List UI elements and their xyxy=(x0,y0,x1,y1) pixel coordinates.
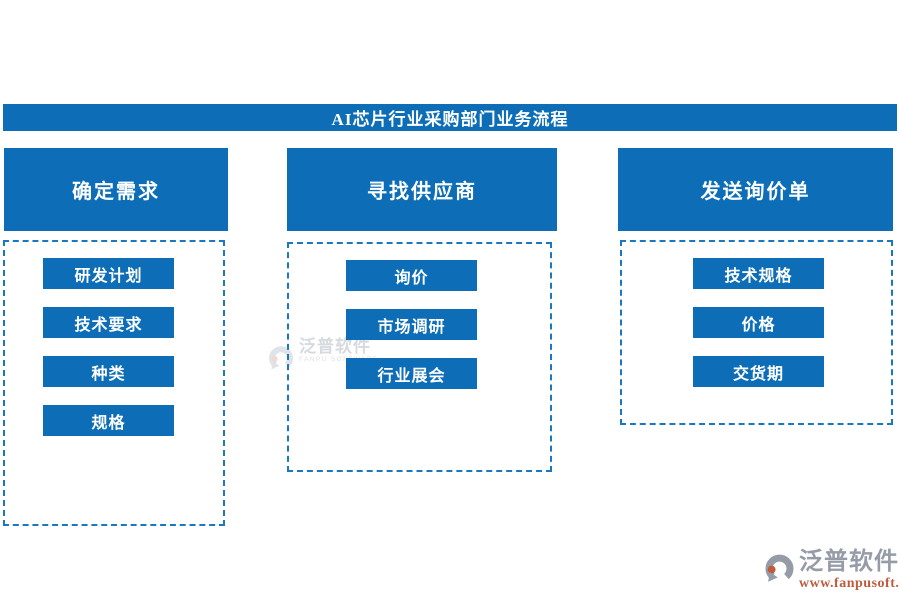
process-item: 行业展会 xyxy=(346,358,477,389)
stage-group-determine-requirements: 研发计划 技术要求 种类 规格 xyxy=(3,240,225,526)
stage-group-find-suppliers: 询价 市场调研 行业展会 xyxy=(287,242,552,472)
stage-header-label: 发送询价单 xyxy=(700,181,811,203)
watermark-brand: 泛普软件 xyxy=(299,337,371,356)
process-item: 技术规格 xyxy=(693,258,824,289)
process-item: 询价 xyxy=(346,260,477,291)
footer-url: www.fanpusoft.com xyxy=(799,576,900,591)
stage-header-find-suppliers: 寻找供应商 xyxy=(287,148,557,231)
diagram-title: AI芯片行业采购部门业务流程 xyxy=(331,110,569,129)
fanpu-logo-icon xyxy=(762,552,797,587)
diagram-title-bar: AI芯片行业采购部门业务流程 xyxy=(3,104,897,131)
footer-text: 泛普软件 www.fanpusoft.com xyxy=(799,549,900,591)
stage-header-determine-requirements: 确定需求 xyxy=(4,148,228,231)
process-item: 种类 xyxy=(43,356,174,387)
watermark-brand-sub: FANPU SOFTWARE xyxy=(299,356,379,363)
process-item: 市场调研 xyxy=(346,309,477,340)
watermark-text: 泛普软件 FANPU SOFTWARE xyxy=(299,338,379,364)
footer-brand-block: 泛普软件 www.fanpusoft.com xyxy=(762,549,900,591)
stage-header-label: 寻找供应商 xyxy=(367,181,477,203)
process-item: 价格 xyxy=(693,307,824,338)
stage-header-send-inquiry: 发送询价单 xyxy=(618,148,893,231)
process-item: 研发计划 xyxy=(43,258,174,289)
stage-group-send-inquiry: 技术规格 价格 交货期 xyxy=(620,240,893,425)
process-item: 规格 xyxy=(43,405,174,436)
process-item: 交货期 xyxy=(693,356,824,387)
footer-brand: 泛普软件 xyxy=(799,549,899,575)
stage-header-label: 确定需求 xyxy=(72,181,160,203)
process-item: 技术要求 xyxy=(43,307,174,338)
